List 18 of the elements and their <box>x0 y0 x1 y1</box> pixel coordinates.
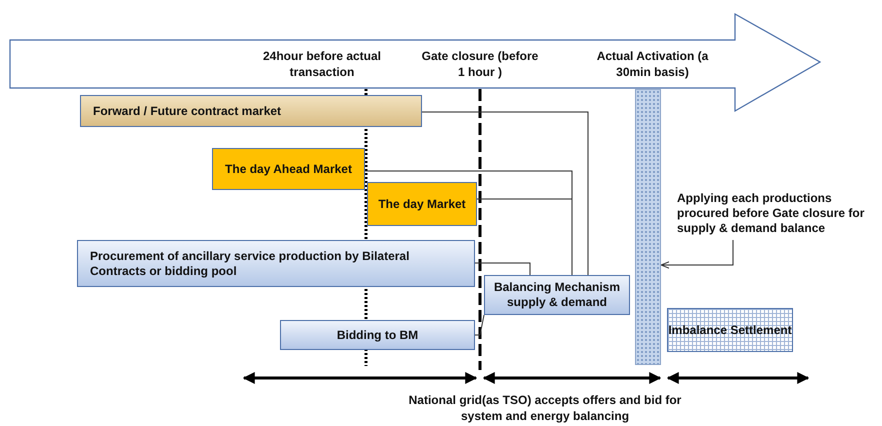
leader-arrow <box>660 240 734 269</box>
settlement-box: Imbalance Settlement <box>667 308 793 352</box>
note-text: National grid(as TSO) accepts offers and bid for system and energy balancing <box>408 392 682 424</box>
market-box: The day Ahead Market <box>212 148 365 190</box>
connector-line <box>474 262 530 276</box>
timeline-label: 24hour before actual transaction <box>262 48 382 80</box>
process-box: Bidding to BM <box>280 320 475 350</box>
timeline-label: Actual Activation (a 30min basis) <box>596 48 710 80</box>
note-text: Applying each productions procured before Gate closure for supply & demand balance <box>677 186 882 240</box>
process-box: Balancing Mechanism supply & demand <box>484 275 630 315</box>
market-box: Forward / Future contract market <box>80 95 422 127</box>
connector-line <box>474 314 484 336</box>
connector-line <box>476 198 572 276</box>
timeline-label: Gate closure (before 1 hour ) <box>420 48 540 80</box>
market-box: The day Market <box>367 182 477 226</box>
process-box: Procurement of ancillary service production by Bilateral Contracts or bidding pool <box>77 240 475 287</box>
connector-line <box>422 112 588 276</box>
activation-bar <box>635 89 661 365</box>
